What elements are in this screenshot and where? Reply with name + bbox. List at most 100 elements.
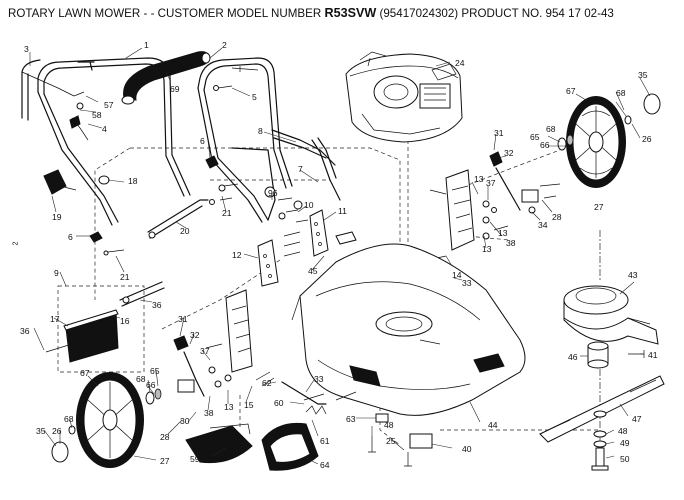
part-label: 64 bbox=[320, 460, 330, 470]
part-label: 50 bbox=[620, 454, 630, 464]
rear-wheel-left bbox=[76, 372, 144, 468]
part-label: 68 bbox=[64, 414, 74, 424]
control-bar bbox=[21, 59, 75, 121]
height-adjuster-left bbox=[173, 289, 275, 397]
part-label: 28 bbox=[160, 432, 170, 442]
part-label: 2 bbox=[222, 40, 227, 50]
part-label: 10 bbox=[304, 200, 314, 210]
part-label: 48 bbox=[618, 426, 628, 436]
part-label: 59 bbox=[190, 454, 200, 464]
wheel-hardware-left bbox=[51, 388, 162, 463]
part-label: 27 bbox=[160, 456, 170, 466]
part-label: 40 bbox=[462, 444, 472, 454]
wing-nut bbox=[205, 155, 219, 169]
rod bbox=[147, 199, 209, 233]
part-label: 15 bbox=[244, 400, 254, 410]
deck-small-parts bbox=[281, 381, 433, 467]
part-label: 13 bbox=[224, 402, 234, 412]
part-label: 49 bbox=[620, 438, 630, 448]
part-label: 36 bbox=[152, 300, 162, 310]
part-label: 7 bbox=[298, 164, 303, 174]
part-label: 13 bbox=[498, 228, 508, 238]
part-label: 38 bbox=[204, 408, 214, 418]
part-label: 32 bbox=[190, 330, 200, 340]
part-label: 3 bbox=[24, 44, 29, 54]
upper-handle bbox=[37, 57, 191, 226]
part-label: 30 bbox=[180, 416, 190, 426]
part-label: 43 bbox=[628, 270, 638, 280]
grip-end-cap bbox=[201, 52, 211, 64]
part-label: 5 bbox=[252, 92, 257, 102]
part-label: 24 bbox=[455, 58, 465, 68]
lower-handle bbox=[197, 57, 336, 223]
part-label: 61 bbox=[320, 436, 330, 446]
part-label: 26 bbox=[52, 426, 62, 436]
page-title: ROTARY LAWN MOWER - - CUSTOMER MODEL NUM… bbox=[8, 6, 684, 20]
part-label: 21 bbox=[222, 208, 232, 218]
mulch-plug bbox=[185, 425, 253, 464]
part-label: 36 bbox=[20, 326, 30, 336]
mower-deck bbox=[291, 243, 526, 416]
part-label: 67 bbox=[566, 86, 576, 96]
title-suffix: (95417024302) PRODUCT NO. 954 17 02-43 bbox=[376, 7, 614, 20]
part-label: 8 bbox=[258, 126, 263, 136]
part-label: 63 bbox=[346, 414, 356, 424]
part-label: 17 bbox=[50, 314, 60, 324]
leader-lines bbox=[29, 47, 651, 465]
height-adjuster-right bbox=[427, 151, 561, 280]
part-label: 44 bbox=[488, 420, 498, 430]
part-label: 41 bbox=[648, 350, 658, 360]
height-bracket bbox=[257, 239, 279, 287]
hardware bbox=[69, 66, 309, 256]
part-label: 68 bbox=[616, 88, 626, 98]
grip-end-cap bbox=[121, 95, 135, 105]
part-label: 37 bbox=[200, 346, 210, 356]
part-label: 31 bbox=[494, 128, 504, 138]
part-label: 96 bbox=[268, 188, 278, 198]
part-label: 20 bbox=[180, 226, 190, 236]
part-label: 65 bbox=[150, 366, 160, 376]
part-label: 16 bbox=[120, 316, 130, 326]
part-label: 58 bbox=[92, 110, 102, 120]
part-label: 48 bbox=[384, 420, 394, 430]
part-label: 66 bbox=[146, 380, 156, 390]
part-label: 13 bbox=[474, 174, 484, 184]
part-label: 33 bbox=[462, 278, 472, 288]
handle-knob bbox=[43, 169, 67, 195]
part-label: 35 bbox=[36, 426, 46, 436]
part-label: 66 bbox=[540, 140, 550, 150]
part-label: 11 bbox=[338, 206, 347, 216]
part-label: 28 bbox=[552, 212, 562, 222]
part-label: 14 bbox=[452, 270, 462, 280]
part-label: 33 bbox=[314, 374, 324, 384]
part-label: 9 bbox=[54, 268, 59, 278]
part-label: 32 bbox=[504, 148, 514, 158]
part-label: 46 bbox=[568, 352, 578, 362]
part-label: 1 bbox=[144, 40, 149, 50]
part-labels: 1 2 3 69 57 58 4 5 24 35 67 68 68 65 66 … bbox=[20, 40, 658, 470]
part-label: 21 bbox=[120, 272, 130, 282]
part-label: 12 bbox=[232, 250, 242, 260]
rear-flap-assembly bbox=[45, 281, 165, 373]
rear-wheel-right bbox=[566, 96, 626, 188]
part-label: 65 bbox=[530, 132, 540, 142]
model-number: R53SVW bbox=[324, 6, 377, 20]
engine bbox=[345, 51, 463, 143]
part-label: 68 bbox=[546, 124, 556, 134]
handle-brace bbox=[231, 137, 341, 221]
part-label: 34 bbox=[538, 220, 548, 230]
part-label: 18 bbox=[128, 176, 138, 186]
part-label: 13 bbox=[482, 244, 492, 254]
part-label: 62 bbox=[262, 378, 272, 388]
part-label: 6 bbox=[68, 232, 73, 242]
part-label: 37 bbox=[486, 178, 496, 188]
part-label: 4 bbox=[102, 124, 107, 134]
part-label: 19 bbox=[52, 212, 62, 222]
part-label: 67 bbox=[80, 368, 90, 378]
part-label: 6 bbox=[200, 136, 205, 146]
part-label: 68 bbox=[136, 374, 146, 384]
part-label: 38 bbox=[506, 238, 516, 248]
part-label: 60 bbox=[274, 398, 284, 408]
part-label: 25 bbox=[386, 436, 396, 446]
